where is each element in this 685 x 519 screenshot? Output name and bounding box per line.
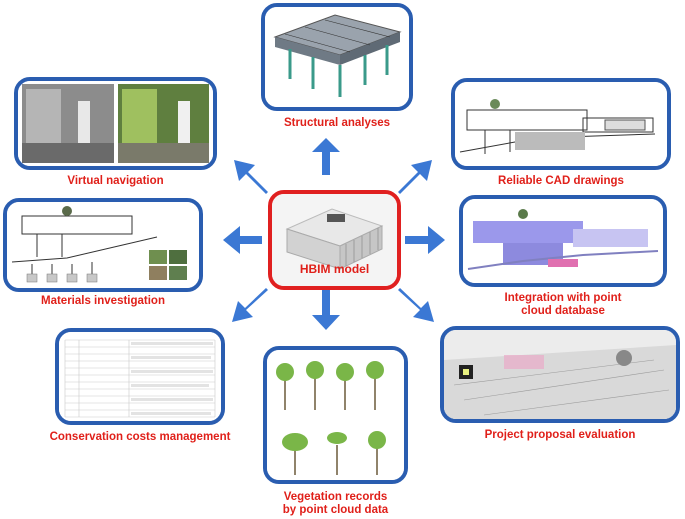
arrow-up-left [234, 160, 268, 194]
label-materials-investigation: Materials investigation [41, 295, 165, 307]
vegetation-point-cloud-image [267, 350, 404, 480]
label-project-proposal-evaluation: Project proposal evaluation [484, 429, 636, 441]
label-point-cloud-integration: Integration with point cloud database [504, 292, 622, 317]
label-reliable-cad-drawings: Reliable CAD drawings [498, 175, 624, 187]
arrow-left [223, 226, 262, 254]
proposal-render-image [444, 330, 676, 419]
cad-section-drawing [455, 82, 667, 166]
node-vegetation-records [263, 346, 408, 484]
label-virtual-navigation: Virtual navigation [67, 175, 164, 187]
label-vegetation-records: Vegetation records by point cloud data [282, 491, 389, 516]
node-conservation-costs [55, 328, 225, 425]
arrow-up-right [398, 160, 432, 194]
hbim-model-render [272, 194, 397, 286]
arrow-down [312, 290, 340, 330]
label-conservation-costs: Conservation costs management [49, 431, 231, 443]
node-virtual-navigation [14, 77, 217, 170]
arrow-right [405, 226, 445, 254]
virtual-navigation-renders [18, 81, 213, 166]
node-reliable-cad-drawings [451, 78, 671, 170]
structural-model-image [265, 7, 409, 107]
costs-table-image [59, 332, 221, 421]
node-point-cloud-integration [459, 195, 667, 287]
node-project-proposal-evaluation [440, 326, 680, 423]
point-cloud-section-image [463, 199, 663, 283]
arrow-down-right [398, 288, 434, 322]
node-materials-investigation [3, 198, 203, 292]
node-structural-analyses [261, 3, 413, 111]
arrow-down-left [232, 288, 268, 322]
materials-section-image [7, 202, 199, 288]
hbim-model-label: HBIM model [299, 262, 370, 276]
arrow-up [312, 138, 340, 175]
label-structural-analyses: Structural analyses [283, 117, 391, 129]
center-node-hbim-model: HBIM model [268, 190, 401, 290]
